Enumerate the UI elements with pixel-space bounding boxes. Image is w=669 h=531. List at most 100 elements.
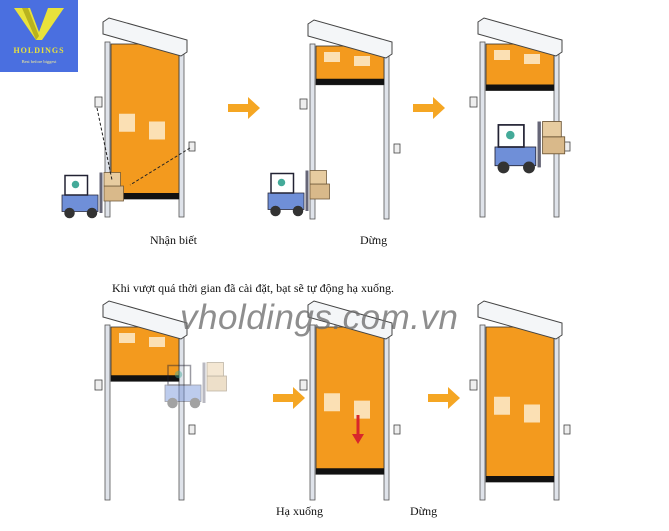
sensor-icon: [188, 141, 196, 152]
step-label-lower: Hạ xuống: [276, 504, 323, 518]
door-window: [119, 333, 135, 343]
forklift-wheel: [86, 207, 98, 219]
cargo-box: [309, 170, 327, 185]
forklift-cage: [497, 124, 525, 148]
sensor-icon: [469, 379, 478, 391]
watermark: vholdings.com.vn: [180, 298, 459, 337]
forklift-wheel: [270, 205, 281, 217]
door-1: [94, 17, 196, 218]
next-step-arrow-icon: [228, 97, 260, 119]
door-window: [149, 121, 165, 140]
step-label-detect: Nhận biết: [150, 233, 197, 247]
door-head-box: [102, 17, 188, 57]
forklift-mast: [202, 362, 206, 403]
down-arrow-head-icon: [352, 434, 364, 444]
forklift-3: [494, 121, 566, 174]
sensor-icon: [188, 424, 196, 435]
door-right-rail: [553, 324, 560, 501]
next-step-arrow-icon: [413, 97, 445, 119]
door-window: [324, 52, 340, 62]
sensor-icon: [393, 424, 401, 435]
door-head-box: [307, 300, 393, 340]
forklift-mast: [305, 170, 309, 211]
door-head-box: [102, 300, 188, 340]
door-3: [469, 17, 571, 218]
door-left-rail: [104, 41, 111, 218]
driver: [277, 178, 286, 187]
logo-tagline: Best before biggest: [21, 59, 57, 64]
forklift-wheel: [167, 397, 178, 409]
cargo-box: [542, 121, 562, 138]
door-window: [119, 113, 135, 132]
door-left-rail: [104, 324, 111, 501]
cargo-box: [206, 375, 227, 392]
door-window: [494, 50, 510, 60]
logo-brand: HOLDINGS: [13, 46, 65, 55]
driver: [71, 180, 80, 189]
door-left-rail: [309, 324, 316, 501]
next-step-arrow-icon: [428, 387, 460, 409]
door-window: [524, 404, 540, 423]
forklift-2: [267, 170, 330, 217]
door-bottom-bar: [316, 468, 384, 475]
forklift-wheel: [497, 161, 510, 174]
door-head-box: [477, 300, 563, 340]
step-label-stop-2: Dừng: [410, 504, 438, 518]
forklift-mast: [537, 121, 541, 168]
door-right-rail: [178, 324, 185, 501]
door-right-rail: [383, 324, 390, 501]
door-bottom-bar: [486, 476, 554, 482]
step-label-stop-1: Dừng: [360, 233, 388, 247]
caption: Khi vượt quá thời gian đã cài đặt, bạt s…: [112, 281, 394, 295]
cargo-box: [103, 185, 124, 202]
door-window: [354, 56, 370, 66]
sensor-icon: [393, 143, 401, 154]
sensor-icon: [469, 96, 478, 108]
sensor-icon: [563, 424, 571, 435]
door-window: [524, 54, 540, 64]
forklift-cage: [270, 172, 295, 194]
door-window: [494, 396, 510, 415]
door-2: [299, 19, 401, 220]
door-left-rail: [479, 324, 486, 501]
cargo-box: [309, 183, 330, 200]
forklift-body: [164, 384, 202, 402]
cargo-box: [206, 362, 224, 377]
vholdings-logo: HOLDINGS Best before biggest: [0, 0, 78, 72]
driver: [506, 130, 515, 140]
logo-v-mark: [14, 8, 64, 40]
cargo-box: [542, 136, 566, 155]
sensor-beam: [96, 107, 113, 181]
sensor-icon: [94, 379, 103, 391]
sensor-icon: [299, 379, 308, 391]
door-bottom-bar: [316, 78, 384, 85]
sensor-beam: [129, 147, 191, 186]
door-window: [324, 393, 340, 412]
forklift-wheel: [189, 397, 201, 409]
door-head-box: [307, 19, 393, 59]
door-4: [94, 300, 196, 501]
door-5: [299, 300, 401, 501]
forklift-mast: [99, 172, 103, 213]
sensor-icon: [94, 96, 103, 108]
door-bottom-bar: [111, 193, 179, 199]
driver: [174, 370, 183, 379]
door-bottom-bar: [486, 84, 554, 91]
door-head-box: [477, 17, 563, 57]
door-left-rail: [309, 43, 316, 220]
door-left-rail: [479, 41, 486, 218]
door-6: [469, 300, 571, 501]
door-right-rail: [178, 41, 185, 218]
door-window: [354, 400, 370, 419]
forklift-wheel: [292, 205, 304, 217]
forklift-4: [164, 362, 227, 409]
forklift-cage: [167, 364, 192, 386]
forklift-cage: [64, 174, 89, 196]
forklift-1: [61, 172, 124, 219]
door-window: [149, 337, 165, 347]
door-right-rail: [383, 43, 390, 220]
sensor-icon: [299, 98, 308, 110]
next-step-arrow-icon: [273, 387, 305, 409]
